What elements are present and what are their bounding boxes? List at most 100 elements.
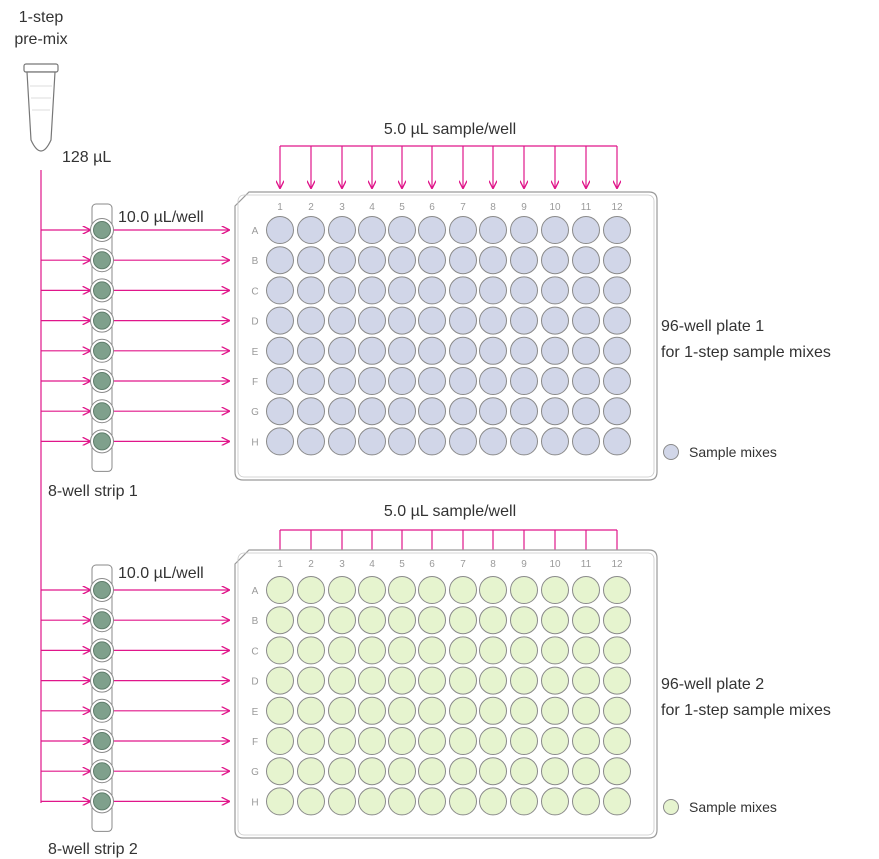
row-label: B bbox=[252, 256, 259, 267]
plate-well bbox=[297, 757, 325, 786]
plate-well bbox=[388, 757, 416, 786]
plate-well bbox=[541, 336, 569, 365]
plate-well bbox=[603, 606, 631, 635]
plate-well bbox=[510, 576, 538, 604]
plate-well bbox=[328, 276, 356, 305]
plate-well bbox=[572, 397, 600, 426]
row-label: E bbox=[252, 707, 259, 718]
column-label: 4 bbox=[369, 202, 375, 213]
plate-well bbox=[479, 636, 507, 665]
plate-well bbox=[541, 306, 569, 335]
plate-well bbox=[479, 306, 507, 335]
plate-well bbox=[418, 576, 446, 604]
plate-well bbox=[418, 306, 446, 335]
strip-well bbox=[93, 792, 111, 811]
plate-well bbox=[266, 787, 294, 816]
column-label: 7 bbox=[460, 559, 466, 570]
plate-well bbox=[328, 636, 356, 665]
plate-well bbox=[297, 306, 325, 335]
plate-well bbox=[572, 666, 600, 695]
column-label: 10 bbox=[549, 559, 561, 570]
legend-swatch-2 bbox=[663, 799, 679, 815]
plate-well bbox=[479, 757, 507, 786]
plate-well bbox=[297, 367, 325, 395]
plate-well bbox=[266, 336, 294, 365]
plate-well bbox=[358, 246, 386, 275]
plate-well bbox=[603, 427, 631, 456]
plate-well bbox=[328, 576, 356, 604]
plate-well bbox=[541, 757, 569, 786]
plate-well bbox=[418, 666, 446, 695]
plate-well bbox=[572, 216, 600, 244]
row-label: H bbox=[251, 797, 258, 808]
row-label: F bbox=[252, 377, 258, 388]
column-label: 5 bbox=[399, 559, 405, 570]
plate-well bbox=[328, 696, 356, 725]
plate-well bbox=[541, 397, 569, 426]
premix-title-line1: 1-step bbox=[19, 9, 64, 26]
row-label: G bbox=[251, 767, 259, 778]
plate-well bbox=[418, 636, 446, 665]
strip-well bbox=[93, 281, 111, 300]
plate-well bbox=[479, 666, 507, 695]
plate-well bbox=[418, 787, 446, 816]
plate-well bbox=[449, 787, 477, 816]
plate-well bbox=[541, 576, 569, 604]
column-label: 2 bbox=[308, 559, 314, 570]
strip-well bbox=[93, 251, 111, 270]
strip-volume-label-1: 10.0 µL/well bbox=[118, 209, 204, 226]
column-label: 11 bbox=[581, 202, 592, 213]
plate-well bbox=[449, 636, 477, 665]
row-label: G bbox=[251, 407, 259, 418]
row-label: E bbox=[252, 347, 259, 358]
plate-well bbox=[266, 276, 294, 305]
plate-well bbox=[358, 636, 386, 665]
column-label: 10 bbox=[549, 202, 561, 213]
plate-well bbox=[541, 276, 569, 305]
plate-title-1-line1: 96-well plate 1 bbox=[661, 318, 764, 335]
plate-well bbox=[266, 696, 294, 725]
plate-well bbox=[388, 576, 416, 604]
plate-well bbox=[449, 427, 477, 456]
plate-well bbox=[358, 397, 386, 426]
plate-well bbox=[449, 696, 477, 725]
plate-well bbox=[449, 576, 477, 604]
plate-well bbox=[266, 757, 294, 786]
column-label: 9 bbox=[521, 559, 527, 570]
plate-well bbox=[449, 216, 477, 244]
strip-well bbox=[93, 341, 111, 360]
plate-well bbox=[388, 276, 416, 305]
plate-well bbox=[449, 246, 477, 275]
row-label: A bbox=[252, 226, 259, 237]
plate-well bbox=[603, 696, 631, 725]
strip-well bbox=[93, 611, 111, 630]
plate-well bbox=[418, 216, 446, 244]
plate-inner-outline bbox=[237, 552, 655, 836]
plate-well bbox=[510, 727, 538, 755]
legend-label-1: Sample mixes bbox=[689, 444, 777, 460]
plate-well bbox=[572, 787, 600, 816]
strip-volume-label-2: 10.0 µL/well bbox=[118, 565, 204, 582]
column-label: 3 bbox=[339, 202, 345, 213]
premix-volume: 128 µL bbox=[62, 149, 111, 166]
row-label: A bbox=[252, 586, 259, 597]
plate-well bbox=[388, 246, 416, 275]
sample-label-2: 5.0 µL sample/well bbox=[384, 503, 516, 520]
plate-well bbox=[388, 666, 416, 695]
plate-well bbox=[297, 216, 325, 244]
plate-well bbox=[541, 636, 569, 665]
plate-well bbox=[541, 606, 569, 635]
plate-well bbox=[510, 246, 538, 275]
plate-well bbox=[510, 216, 538, 244]
plate-well bbox=[328, 216, 356, 244]
plate-well bbox=[479, 216, 507, 244]
plate-well bbox=[297, 727, 325, 755]
strip-well bbox=[93, 732, 111, 750]
plate-well bbox=[603, 757, 631, 786]
plate-well bbox=[358, 727, 386, 755]
plate-well bbox=[449, 606, 477, 635]
plate-well bbox=[479, 427, 507, 456]
strip-well bbox=[93, 671, 111, 690]
plate-well bbox=[603, 636, 631, 665]
plate-well bbox=[297, 246, 325, 275]
